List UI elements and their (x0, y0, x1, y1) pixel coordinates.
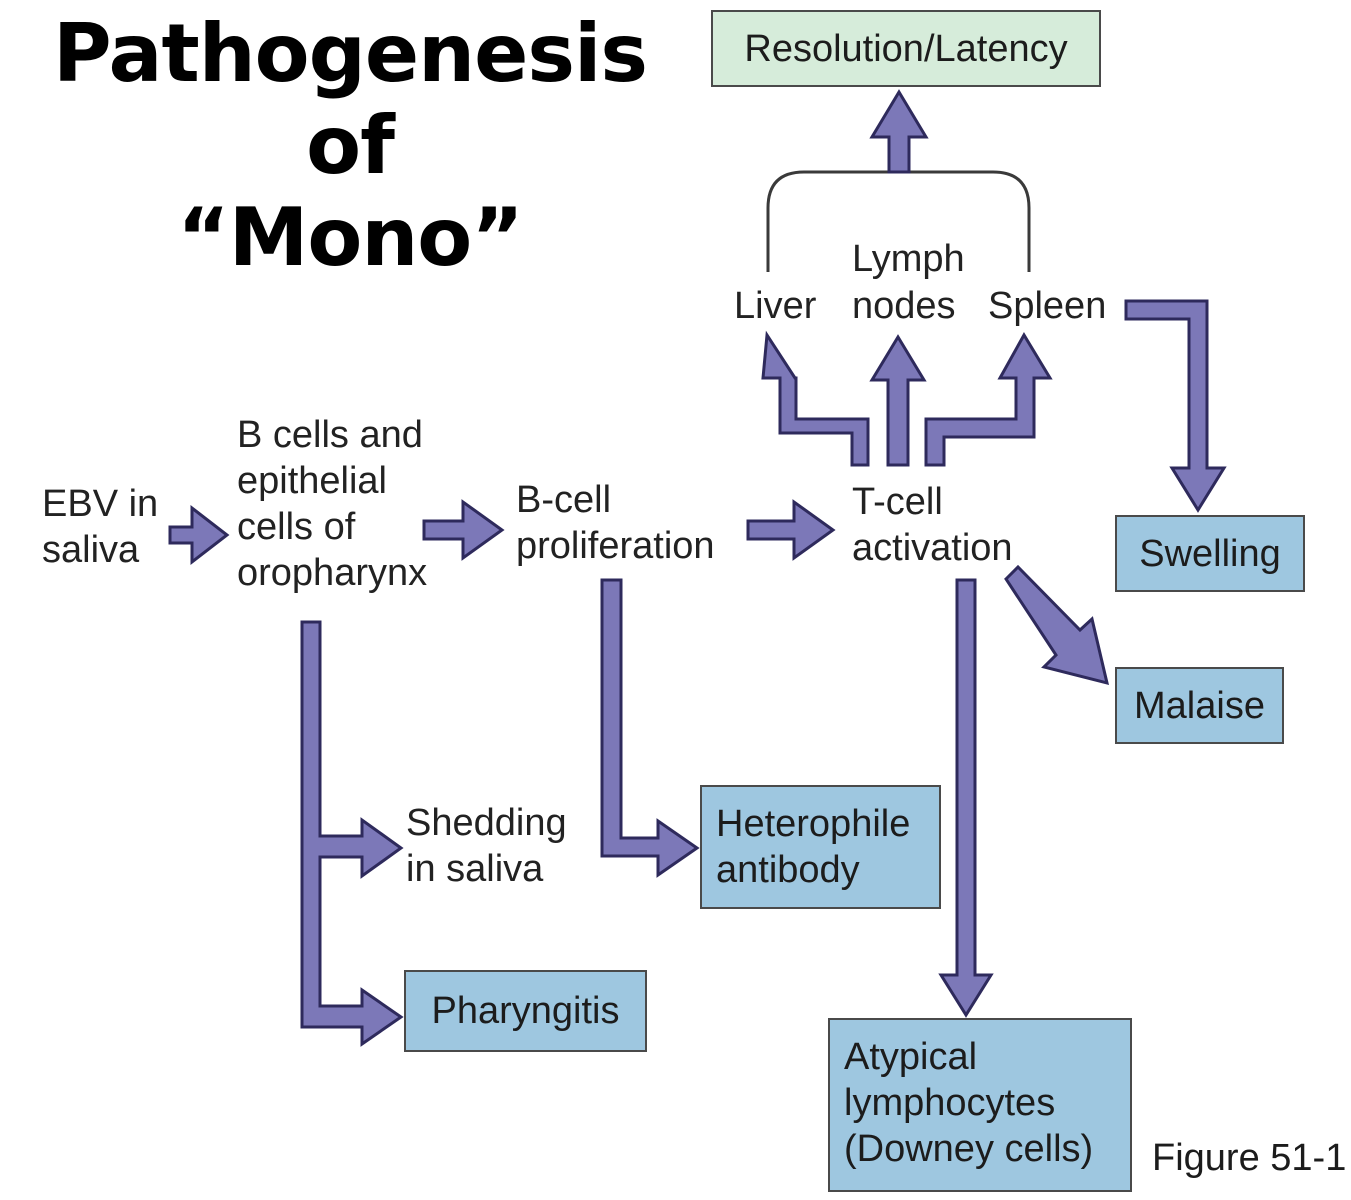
page-title: Pathogenesis of “Mono” (0, 8, 700, 284)
arrow-bcells-to-proliferation (422, 499, 505, 561)
arrow-bcells-to-shedding-pharyngitis (300, 620, 404, 1047)
bcells-line-3: cells of (237, 506, 356, 548)
bprolif-line-2: proliferation (516, 525, 715, 567)
heterophile-antibody-box: Heterophile antibody (700, 785, 941, 909)
ebv-line-2: saliva (42, 529, 140, 571)
atypical-line-3: (Downey cells) (844, 1128, 1094, 1170)
arrow-spleen-to-swelling (1124, 299, 1227, 513)
shedding-node: Shedding in saliva (406, 800, 567, 892)
ebv-line-1: EBV in (42, 483, 159, 525)
arrow-to-resolution (869, 89, 929, 174)
malaise-box: Malaise (1115, 667, 1284, 744)
lymph-label: Lymph (852, 238, 965, 280)
tcell-activation-node: T-cell activation (852, 479, 1013, 571)
heterophile-line-2: antibody (716, 849, 860, 891)
bprolif-line-1: B-cell (516, 479, 612, 521)
liver-label: Liver (734, 285, 817, 327)
atypical-lymphocytes-box: Atypical lymphocytes (Downey cells) (828, 1018, 1132, 1192)
spleen-label: Spleen (988, 285, 1107, 327)
pharyngitis-box: Pharyngitis (404, 970, 647, 1052)
bcells-line-4: oropharynx (237, 552, 428, 594)
bcells-epithelial-node: B cells and epithelial cells of orophary… (237, 412, 427, 596)
arrow-tcell-to-spleen (924, 332, 1053, 467)
shedding-line-2: in saliva (406, 848, 544, 890)
shedding-line-1: Shedding (406, 802, 567, 844)
heterophile-line-1: Heterophile (716, 803, 911, 845)
arrow-tcell-to-atypical (938, 578, 994, 1018)
pharyngitis-label: Pharyngitis (431, 990, 620, 1032)
arrow-tcell-to-lymphnodes (869, 334, 927, 467)
title-line-1: Pathogenesis of (52, 7, 648, 192)
resolution-latency-label: Resolution/Latency (744, 27, 1068, 70)
bcells-line-2: epithelial (237, 460, 387, 502)
atypical-line-1: Atypical (844, 1036, 978, 1078)
nodes-label: nodes (852, 285, 956, 327)
ebv-in-saliva: EBV in saliva (42, 481, 158, 573)
figure-label: Figure 51-1 (1152, 1137, 1347, 1179)
malaise-label: Malaise (1134, 684, 1265, 727)
bcell-proliferation-node: B-cell proliferation (516, 477, 715, 569)
arrow-tcell-to-liver (761, 330, 870, 467)
arrow-tcell-to-malaise (1004, 564, 1110, 686)
title-line-2: “Mono” (177, 191, 524, 284)
resolution-latency-box: Resolution/Latency (711, 10, 1101, 87)
arrow-proliferation-to-heterophile (600, 578, 700, 878)
tcell-line-2: activation (852, 527, 1013, 569)
bcells-line-1: B cells and (237, 414, 423, 456)
tcell-line-1: T-cell (852, 481, 943, 523)
atypical-line-2: lymphocytes (844, 1082, 1056, 1124)
swelling-label: Swelling (1139, 532, 1281, 575)
arrow-ebv-to-bcells (168, 504, 230, 566)
swelling-box: Swelling (1115, 515, 1305, 592)
arrow-proliferation-to-tcell (746, 499, 836, 561)
